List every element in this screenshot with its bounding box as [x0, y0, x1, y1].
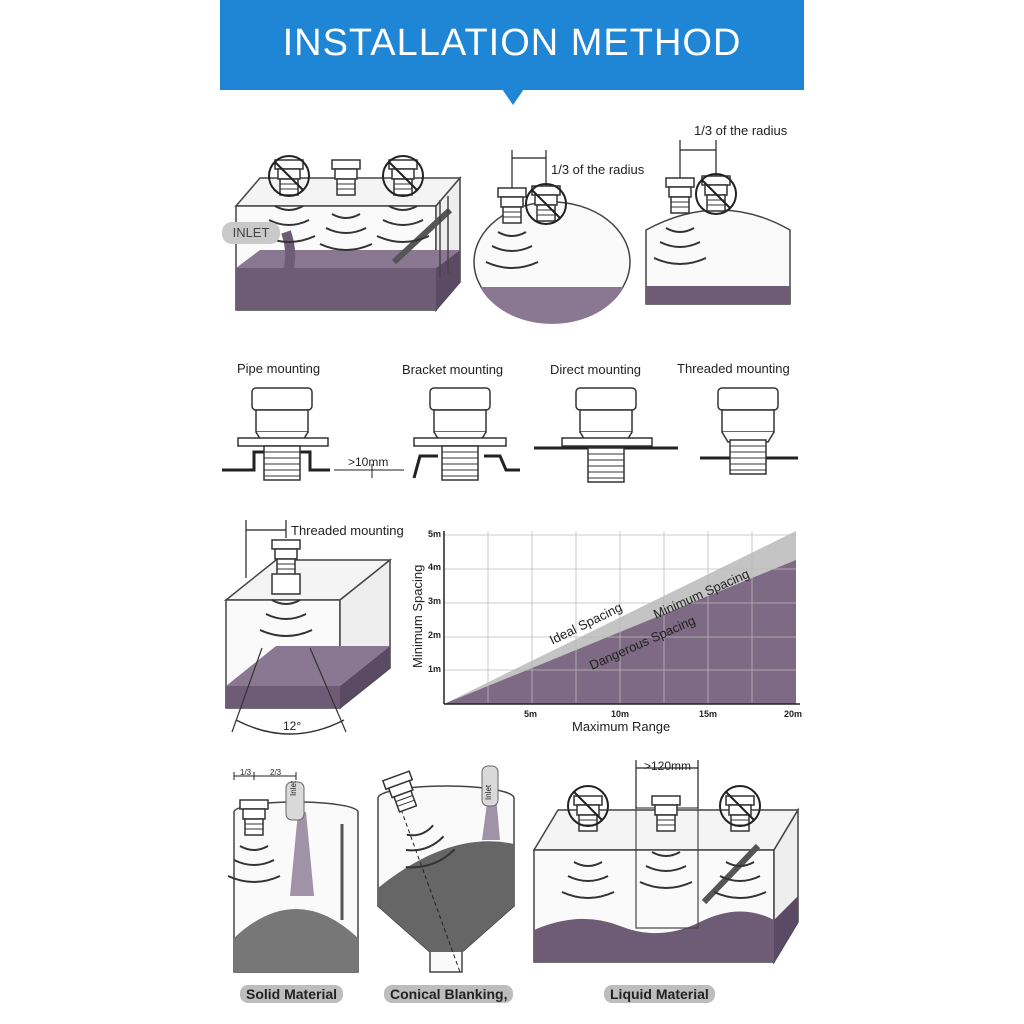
liquid-material-caption: Liquid Material — [604, 985, 715, 1003]
cone-top-tank-diagram — [645, 140, 791, 305]
liquid-material-diagram — [532, 760, 800, 965]
gap-label-liquid: >120mm — [644, 759, 692, 773]
chart-y-axis-label: Minimum Spacing — [410, 564, 425, 668]
direct-mounting-label: Direct mounting — [550, 362, 642, 377]
conical-blanking-diagram — [377, 765, 515, 973]
y-tick-label: 3m — [428, 596, 442, 606]
x-tick-label: 15m — [699, 709, 718, 719]
tank-inlet-diagram — [234, 155, 462, 313]
pipe-mounting-label: Pipe mounting — [237, 361, 321, 376]
spherical-tank-diagram — [473, 150, 631, 324]
mounting-types — [222, 387, 798, 483]
radius-label-sphere: 1/3 of the radius — [551, 162, 645, 177]
header-notch — [502, 89, 524, 105]
fraction-label: 1/3 — [240, 768, 252, 777]
inlet-label: INLET — [222, 222, 280, 244]
inlet-label-conical: Inlet — [484, 784, 493, 800]
y-tick-label: 5m — [428, 529, 442, 539]
beam-angle-label: 12° — [283, 719, 302, 733]
y-tick-label: 2m — [428, 630, 442, 640]
inlet-label-solid: Inlet — [289, 780, 298, 796]
header-banner — [220, 0, 804, 90]
solid-material-caption: Solid Material — [240, 985, 344, 1003]
radius-label-cone: 1/3 of the radius — [694, 123, 788, 138]
x-tick-label: 10m — [611, 709, 630, 719]
bracket-mounting-label: Bracket mounting — [402, 362, 504, 377]
beam-threaded-label: Threaded mounting — [291, 523, 404, 538]
page-title: INSTALLATION METHOD — [282, 22, 742, 64]
y-tick-label: 1m — [428, 664, 442, 674]
gap-label: >10mm — [348, 455, 389, 469]
solid-material-diagram — [227, 772, 359, 973]
x-tick-label: 5m — [524, 709, 538, 719]
conical-blanking-caption: Conical Blanking, — [384, 985, 514, 1003]
chart-x-axis-label: Maximum Range — [572, 719, 671, 734]
spacing-chart — [443, 531, 800, 705]
threaded-mounting-label: Threaded mounting — [677, 361, 790, 376]
x-tick-label: 20m — [784, 709, 803, 719]
fraction-label: 2/3 — [270, 768, 282, 777]
y-tick-label: 4m — [428, 562, 442, 572]
beam-angle-diagram — [223, 520, 393, 735]
